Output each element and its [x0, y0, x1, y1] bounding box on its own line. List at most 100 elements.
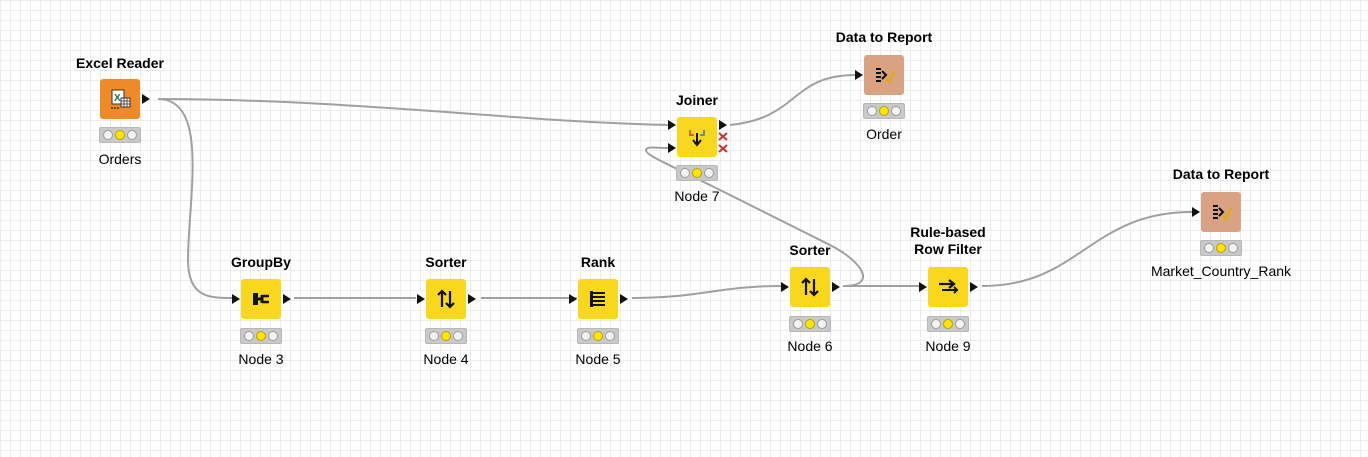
status-light-yellow	[115, 130, 125, 140]
node-label[interactable]: Node 7	[674, 188, 720, 204]
input-port[interactable]	[417, 294, 425, 304]
node-title: Joiner	[675, 92, 718, 108]
status-light-yellow	[593, 331, 603, 341]
input-port[interactable]	[232, 294, 240, 304]
output-port[interactable]	[970, 282, 978, 292]
node-title: Rank	[580, 254, 616, 270]
node-rank[interactable]: Rank Node 5	[493, 252, 703, 382]
status-light-red	[1204, 243, 1214, 253]
input-port[interactable]	[855, 70, 863, 80]
status-light-green	[704, 168, 714, 178]
status-light-green	[453, 331, 463, 341]
output-port[interactable]	[832, 282, 840, 292]
node-icon-box[interactable]: X	[100, 79, 140, 119]
node-groupby[interactable]: GroupBy Node 3	[156, 252, 366, 382]
node-label[interactable]: Node 4	[423, 351, 469, 367]
status-light-green	[955, 319, 965, 329]
status-lights	[99, 127, 141, 143]
input-port[interactable]	[919, 282, 927, 292]
node-title: Rule-based Row Filter	[910, 224, 986, 257]
input-port[interactable]	[569, 294, 577, 304]
status-light-green	[817, 319, 827, 329]
row-filter-icon	[939, 279, 959, 294]
output-port[interactable]	[468, 294, 476, 304]
node-icon-box[interactable]	[241, 279, 281, 319]
node-icon-box[interactable]	[864, 55, 904, 95]
node-icon-box[interactable]	[578, 279, 618, 319]
node-title: Sorter	[789, 242, 831, 258]
node-rule-based-row-filter[interactable]: Rule-based Row Filter Node 9	[843, 224, 1053, 370]
node-excel-reader[interactable]: Excel Reader X Orders	[15, 52, 225, 182]
node-icon-box[interactable]	[1201, 192, 1241, 232]
status-lights	[863, 103, 905, 119]
output-port[interactable]	[142, 94, 150, 104]
status-light-red	[429, 331, 439, 341]
node-icon-box[interactable]	[426, 279, 466, 319]
status-light-red	[931, 319, 941, 329]
node-title: GroupBy	[231, 254, 291, 270]
status-light-yellow	[441, 331, 451, 341]
node-label[interactable]: Orders	[98, 151, 142, 167]
input-port[interactable]	[781, 282, 789, 292]
output-port[interactable]	[620, 294, 628, 304]
status-light-yellow	[1216, 243, 1226, 253]
input-port[interactable]	[1192, 207, 1200, 217]
node-title: Sorter	[425, 254, 467, 270]
status-light-yellow	[879, 106, 889, 116]
status-lights	[577, 328, 619, 344]
status-light-red	[867, 106, 877, 116]
joiner-icon	[689, 130, 705, 147]
status-lights	[927, 316, 969, 332]
node-sorter-1[interactable]: Sorter Node 4	[341, 252, 551, 382]
excel-file-icon: X	[111, 89, 131, 109]
node-label[interactable]: Market_Country_Rank	[1150, 263, 1292, 279]
node-label[interactable]: Node 5	[575, 351, 621, 367]
node-sorter-2[interactable]: Sorter Node 6	[705, 240, 915, 370]
node-icon-box[interactable]	[928, 267, 968, 307]
output-port[interactable]	[283, 294, 291, 304]
status-light-yellow	[805, 319, 815, 329]
status-lights	[425, 328, 467, 344]
status-light-green	[891, 106, 901, 116]
status-light-red	[680, 168, 690, 178]
report-icon	[1213, 205, 1233, 221]
inactive-port-icon[interactable]	[717, 131, 729, 155]
status-light-green	[605, 331, 615, 341]
status-light-red	[244, 331, 254, 341]
node-title: Data to Report	[835, 29, 933, 45]
status-light-yellow	[256, 331, 266, 341]
node-title: Data to Report	[1172, 166, 1270, 182]
rank-icon	[590, 291, 605, 307]
node-label[interactable]: Order	[866, 126, 902, 142]
node-label[interactable]: Node 3	[238, 351, 284, 367]
input-port-right[interactable]	[668, 143, 676, 153]
status-light-red	[793, 319, 803, 329]
node-data-to-report-order[interactable]: Data to Report Order	[779, 28, 989, 158]
groupby-icon	[253, 293, 269, 305]
status-light-green	[268, 331, 278, 341]
node-label[interactable]: Node 9	[925, 338, 971, 354]
node-icon-box[interactable]	[790, 267, 830, 307]
status-lights	[1200, 240, 1242, 256]
svg-text:X: X	[114, 93, 121, 104]
status-light-yellow	[692, 168, 702, 178]
node-joiner[interactable]: Joiner Node 7	[592, 90, 802, 220]
input-port-left[interactable]	[668, 120, 676, 130]
status-light-green	[1228, 243, 1238, 253]
status-light-yellow	[943, 319, 953, 329]
status-light-red	[581, 331, 591, 341]
status-light-green	[127, 130, 137, 140]
status-lights	[240, 328, 282, 344]
report-icon	[876, 68, 896, 84]
sorter-icon	[437, 289, 455, 309]
node-label[interactable]: Node 6	[787, 338, 833, 354]
node-title: Excel Reader	[76, 55, 164, 71]
status-lights	[789, 316, 831, 332]
node-data-to-report-rank[interactable]: Data to Report Market_Country_Rank	[1116, 165, 1326, 295]
status-lights	[676, 165, 718, 181]
sorter-icon	[801, 277, 819, 297]
node-icon-box[interactable]	[677, 117, 717, 157]
output-port-joined[interactable]	[719, 120, 727, 130]
status-light-red	[103, 130, 113, 140]
